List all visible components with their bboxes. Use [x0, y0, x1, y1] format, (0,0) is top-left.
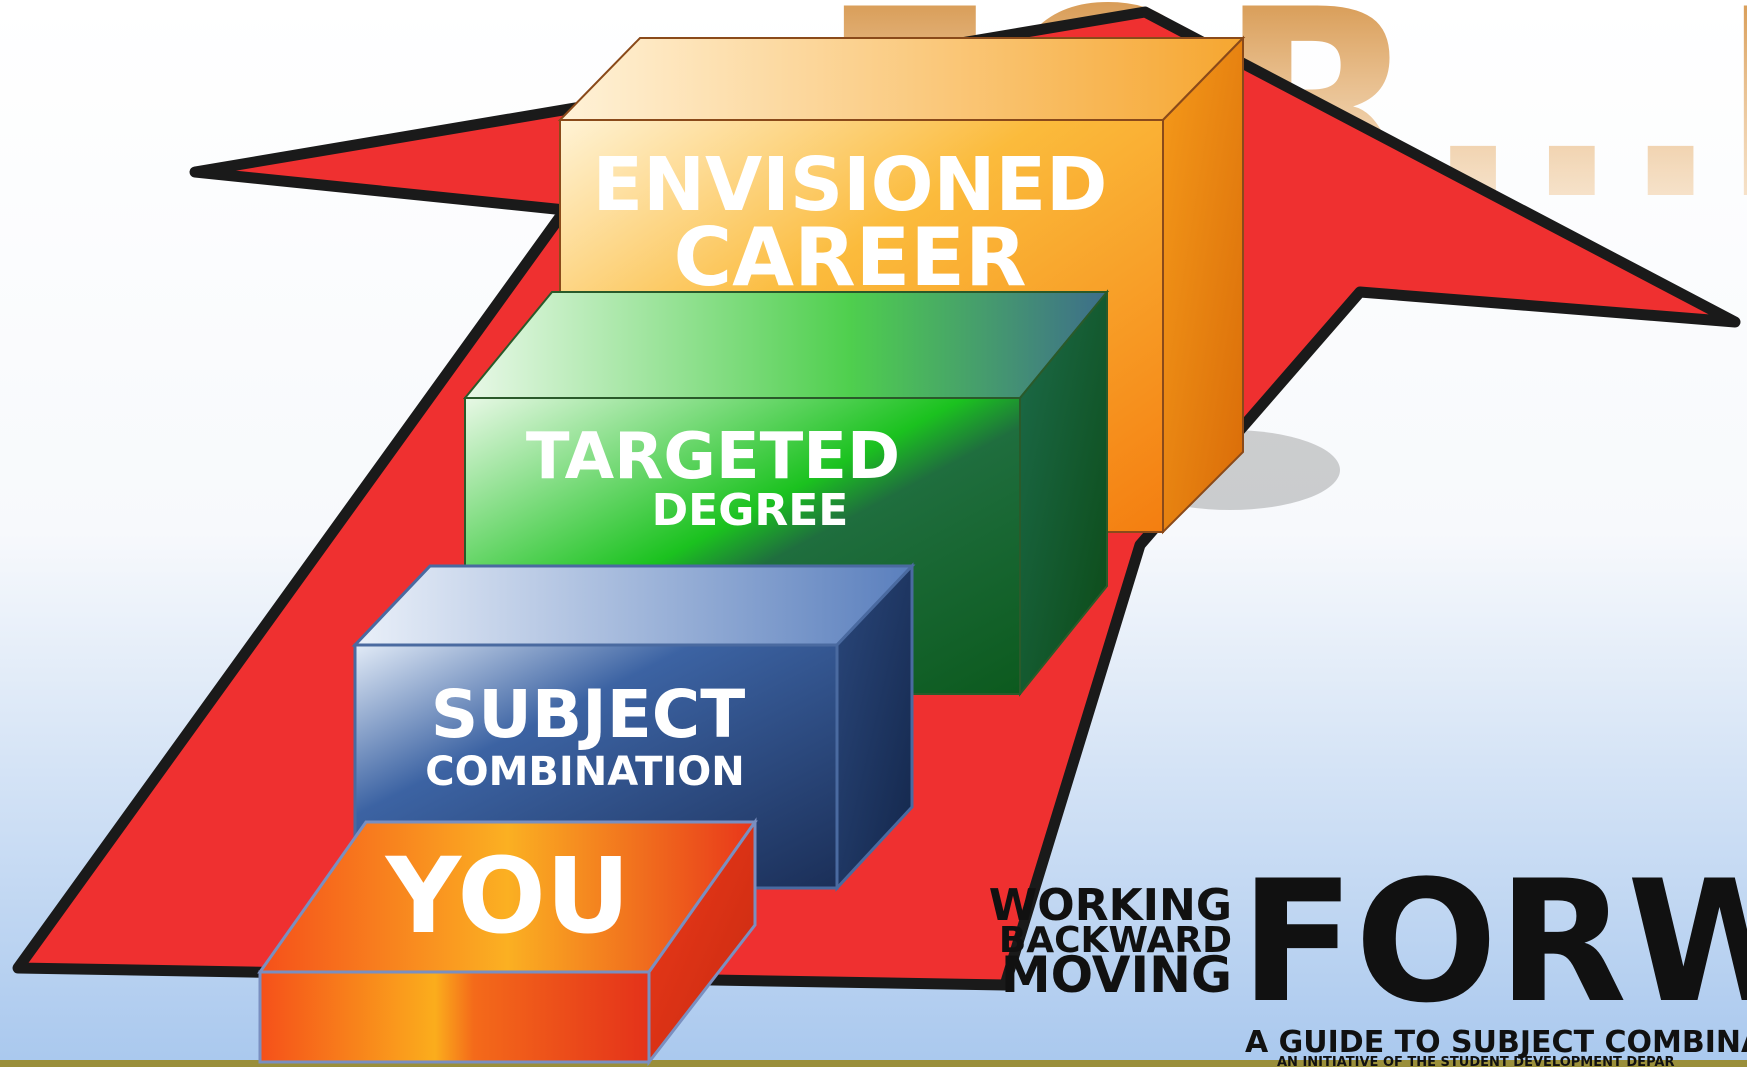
you-label: YOU	[384, 835, 630, 957]
title-backward: BACKWARD	[999, 920, 1232, 961]
subject-label-line2: COMBINATION	[425, 749, 745, 795]
initiative-line: AN INITIATIVE OF THE STUDENT DEVELOPMENT…	[1277, 1055, 1674, 1067]
subtitle: A GUIDE TO SUBJECT COMBINATI	[1245, 1025, 1747, 1060]
degree-label-line2: DEGREE	[652, 485, 849, 536]
career-label-line2: CAREER	[673, 211, 1026, 304]
title-working: WORKING	[989, 880, 1232, 931]
career-label-line1: ENVISIONED	[593, 142, 1108, 228]
title-moving: MOVING	[1001, 946, 1232, 1004]
subject-label-line1: SUBJECT	[431, 676, 746, 753]
degree-label-line1: TARGETED	[526, 420, 900, 494]
step-you-box	[257, 817, 758, 1067]
bottom-strip	[0, 1060, 1747, 1067]
